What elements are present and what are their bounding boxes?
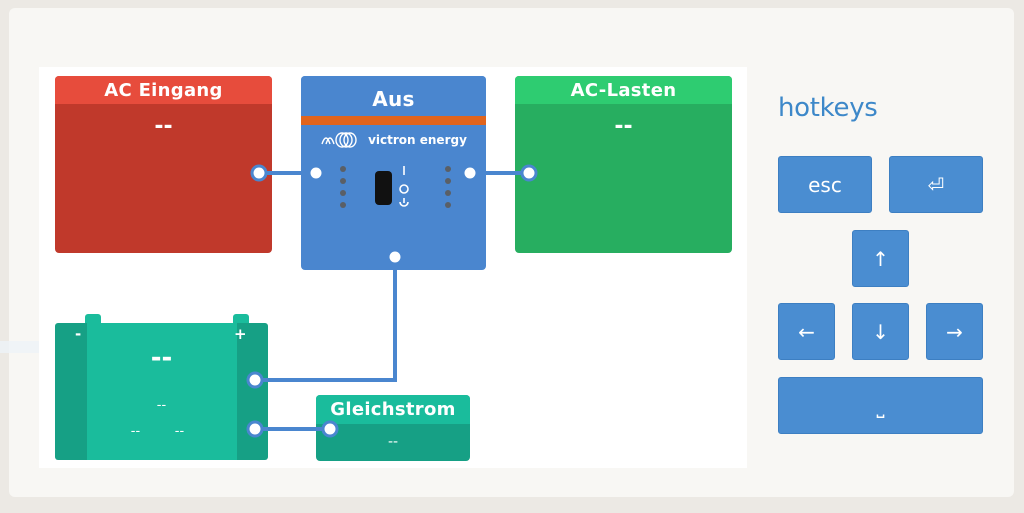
ac-loads-value: -- <box>614 114 633 139</box>
space-key[interactable]: ⎵ <box>778 377 983 434</box>
wiring <box>246 164 538 438</box>
battery-plus-sign: + <box>234 325 247 343</box>
left-arrow-key[interactable]: ← <box>778 303 835 360</box>
battery-soc: -- <box>150 343 173 373</box>
connector-ac-out <box>520 164 538 182</box>
switch-labels <box>399 166 409 207</box>
esc-key[interactable]: esc <box>778 156 872 213</box>
up-arrow-key[interactable]: ↑ <box>852 230 909 287</box>
battery-minus-terminal <box>85 314 101 323</box>
ac-loads-box[interactable]: AC-Lasten -- <box>515 76 732 253</box>
battery-box[interactable]: - + -- -- -- -- <box>55 314 268 460</box>
battery-body <box>87 323 237 460</box>
connector-batt-minus <box>246 420 264 438</box>
dc-title: Gleichstrom <box>316 395 470 424</box>
ac-input-box[interactable]: AC Eingang -- <box>55 76 272 253</box>
battery-minus-sign: - <box>75 325 82 343</box>
battery-power: -- <box>174 424 185 439</box>
battery-plus-terminal <box>233 314 249 323</box>
brand-text: victron energy <box>368 133 467 147</box>
enter-key[interactable]: ⏎ <box>889 156 983 213</box>
battery-voltage: -- <box>156 398 167 413</box>
connector-inv-dc <box>386 248 404 266</box>
battery-current: -- <box>130 424 141 439</box>
hotkeys-title: hotkeys <box>778 93 878 123</box>
connector-batt-plus <box>246 371 264 389</box>
overview-panel: AC Eingang -- Aus victron energy AC-Last… <box>39 67 747 468</box>
down-arrow-key[interactable]: ↓ <box>852 303 909 360</box>
inverter-stripe <box>301 116 486 125</box>
dc-value: -- <box>387 434 399 450</box>
connector-dc <box>321 420 339 438</box>
ac-input-title: AC Eingang <box>55 76 272 104</box>
connector-inv-out <box>461 164 479 182</box>
victron-logo-icon <box>321 132 357 148</box>
inverter-state: Aus <box>301 76 486 116</box>
dc-box[interactable]: Gleichstrom -- <box>316 395 470 461</box>
right-arrow-key[interactable]: → <box>926 303 983 360</box>
ac-loads-title: AC-Lasten <box>515 76 732 104</box>
inverter-box[interactable]: Aus victron energy <box>301 76 486 270</box>
inverter-brand: victron energy <box>301 130 486 150</box>
inverter-switch[interactable] <box>375 171 392 205</box>
wire-dc-bus <box>255 257 397 382</box>
ac-input-value: -- <box>154 114 173 139</box>
led-column-right <box>445 166 451 208</box>
connector-inv-in <box>307 164 325 182</box>
connector-ac-in <box>250 164 268 182</box>
led-column-left <box>340 166 346 208</box>
